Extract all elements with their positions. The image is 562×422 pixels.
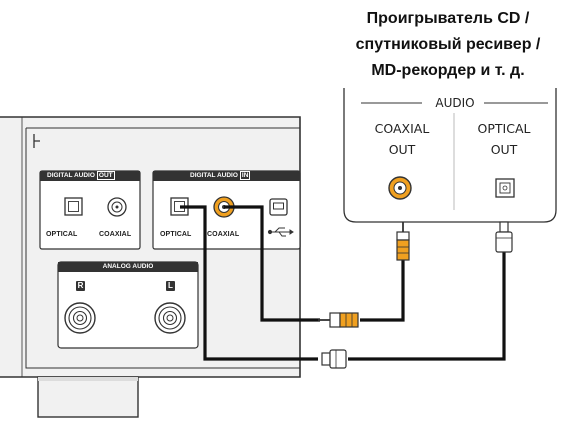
source-optical-out-jack-icon <box>495 178 515 198</box>
digital-audio-out-header <box>40 171 140 181</box>
source-coaxial-out-jack-icon <box>388 176 412 200</box>
in-coaxial-label: COAXIAL <box>207 231 240 238</box>
source-device-box <box>343 88 557 223</box>
coaxial-cable-source-side <box>360 260 405 322</box>
optical-cable-receiver-side <box>180 205 318 361</box>
out-coaxial-jack-icon <box>107 197 127 217</box>
out-coaxial-label: COAXIAL <box>99 231 132 238</box>
in-optical-label: OPTICAL <box>160 231 192 238</box>
usb-port-icon <box>269 198 288 216</box>
source-device-title-line-3: MD-рекордер и т. д. <box>371 62 525 79</box>
analog-r-badge: R <box>76 281 85 291</box>
analog-l-jack-icon <box>154 302 186 334</box>
source-device-title-line-2: спутниковый ресивер / <box>355 36 541 53</box>
digital-audio-in-title-text: DIGITAL AUDIO <box>190 172 238 179</box>
digital-audio-out-title-text: DIGITAL AUDIO <box>47 172 95 179</box>
source-rca-plug-icon <box>396 222 410 261</box>
digital-audio-in-badge: IN <box>239 171 251 180</box>
digital-audio-out-badge: OUT <box>96 171 115 180</box>
out-optical-label: OPTICAL <box>46 231 78 238</box>
optical-out-label-bottom: OUT <box>490 142 518 157</box>
digital-audio-in-header <box>153 171 300 181</box>
analog-r-jack-icon <box>64 302 96 334</box>
source-device-title-line-1: Проигрыватель CD / <box>366 10 530 27</box>
analog-audio-header <box>58 262 198 272</box>
receiver-foot <box>37 376 139 418</box>
coaxial-out-label-top: COAXIAL <box>374 121 430 136</box>
audio-group-label: AUDIO <box>428 94 482 112</box>
source-optical-plug-icon <box>495 221 513 253</box>
coaxial-out-label-bottom: OUT <box>388 142 416 157</box>
optical-plug-icon <box>321 349 347 369</box>
out-optical-jack-icon <box>64 197 83 216</box>
receiver-rear-panel <box>0 116 301 418</box>
analog-l-badge: L <box>166 281 175 291</box>
rca-plug-icon <box>318 312 359 328</box>
optical-out-label-top: OPTICAL <box>477 121 531 136</box>
optical-cable-source-side <box>348 252 506 361</box>
coaxial-cable-receiver-side <box>224 205 320 322</box>
analog-audio-title: ANALOG AUDIO <box>102 263 154 270</box>
usb-icon <box>267 227 294 237</box>
